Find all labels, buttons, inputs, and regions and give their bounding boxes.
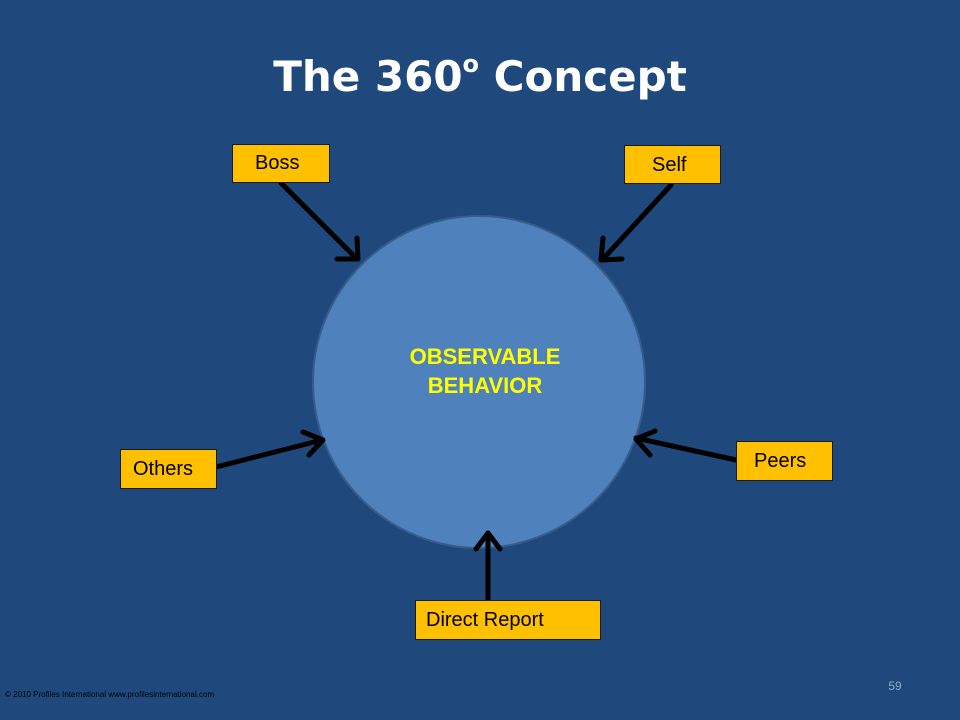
box-self: Self <box>624 145 721 184</box>
title-main: The 360 <box>273 52 463 101</box>
title-suffix: Concept <box>479 52 687 101</box>
arrow-others <box>213 429 326 470</box>
copyright-footer: © 2010 Profiles International www.profil… <box>5 690 215 699</box>
box-boss: Boss <box>232 144 330 183</box>
page-number: 59 <box>888 679 902 693</box>
arrow-direct-report <box>473 530 503 603</box>
center-label: OBSERVABLE BEHAVIOR <box>330 342 640 400</box>
arrow-self <box>598 182 674 263</box>
box-others: Others <box>120 449 217 489</box>
center-label-line2: BEHAVIOR <box>427 373 543 398</box>
box-peers: Peers <box>736 441 833 481</box>
arrow-peers <box>633 428 739 463</box>
observable-behavior-circle <box>312 215 646 549</box>
box-direct-report: Direct Report <box>415 600 601 640</box>
title-degree-superscript: o <box>462 50 480 78</box>
arrow-boss <box>278 180 361 262</box>
slide-title: The 360o Concept <box>0 50 960 101</box>
center-label-line1: OBSERVABLE <box>409 344 561 369</box>
